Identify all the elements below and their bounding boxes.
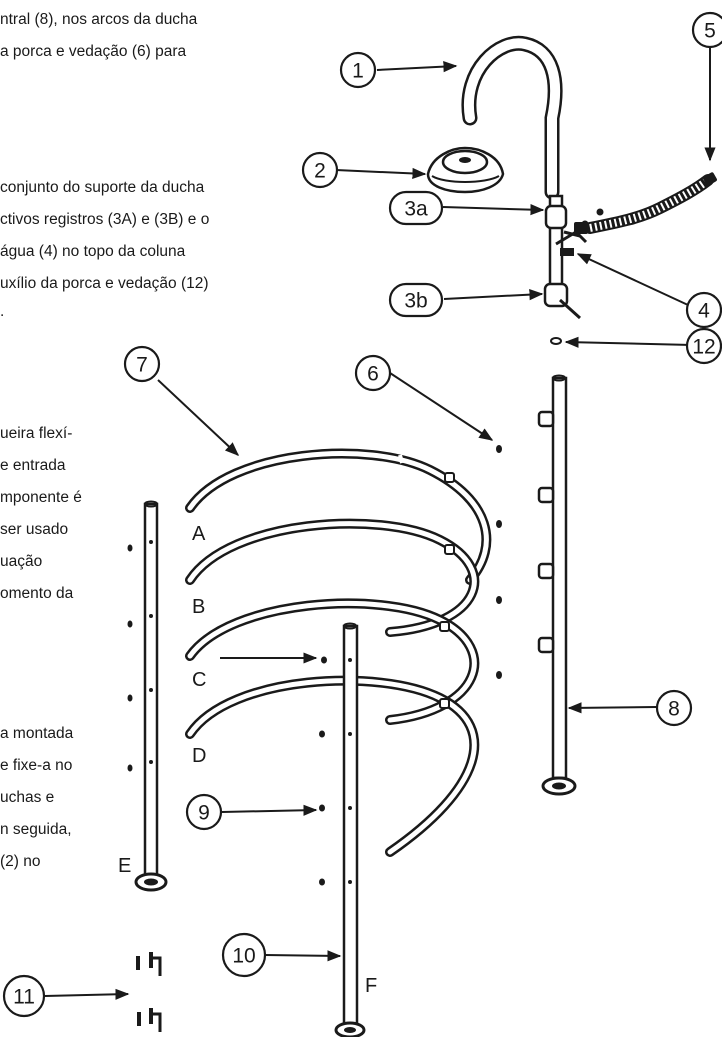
text-line: mponente é — [0, 489, 82, 506]
seal-part — [550, 337, 562, 345]
callout-label: 9 — [198, 802, 210, 825]
text-line: a porca e vedação (6) para — [0, 43, 187, 60]
text-line: ueira flexí- — [0, 425, 73, 442]
text-line: n seguida, — [0, 821, 72, 838]
text-line: ctivos registros (3A) e (3B) e o — [0, 211, 210, 228]
text-line: uchas e — [0, 789, 55, 806]
shower-arm-part — [461, 35, 563, 200]
callout-9: 9 — [185, 793, 223, 831]
callout-6: 6 — [354, 354, 392, 392]
callout-5: 5 — [691, 11, 722, 49]
central-column-part — [537, 374, 577, 796]
callout-label: 3a — [404, 198, 428, 221]
callout-3b: 3b — [388, 282, 444, 318]
callout-4: 4 — [685, 291, 722, 329]
letter-e: E — [118, 855, 131, 877]
callout-2: 2 — [301, 151, 339, 189]
flexible-hose-part — [574, 172, 717, 234]
text-line: . — [0, 303, 5, 320]
text-line: uxílio da porca e vedação (12) — [0, 275, 209, 292]
instruction-text-block-4: a montada e fixe-a no uchas e n seguida,… — [0, 724, 73, 872]
instruction-text-block-1: ntral (8), nos arcos da ducha a porca e … — [0, 10, 197, 62]
washer-part — [581, 220, 589, 228]
callout-label: 7 — [136, 354, 148, 377]
callout-label: 10 — [232, 945, 255, 968]
fasteners-part — [136, 952, 162, 1032]
letter-b: B — [192, 596, 205, 618]
text-line: a montada — [0, 725, 74, 742]
instruction-text-block-2: conjunto do suporte da ducha ctivos regi… — [0, 178, 209, 322]
text-line: (2) no — [0, 853, 41, 870]
letter-d: D — [192, 745, 206, 767]
column-e-part — [134, 500, 168, 892]
column-f-part — [334, 622, 366, 1037]
callout-3a: 3a — [388, 190, 444, 226]
text-line: ser usado — [0, 521, 69, 538]
valve-assembly-part — [543, 194, 588, 320]
text-line: conjunto do suporte da ducha — [0, 179, 205, 196]
text-line: ntral (8), nos arcos da ducha — [0, 11, 198, 28]
callout-label: 11 — [13, 986, 35, 1009]
text-line: uação — [0, 553, 43, 570]
instruction-text-block-3: ueira flexí- e entrada mponente é ser us… — [0, 424, 82, 604]
callout-label: 12 — [692, 336, 715, 359]
washer-part — [596, 208, 604, 216]
callout-label: 4 — [698, 300, 710, 323]
shower-arcs-part — [185, 448, 492, 857]
text-line: e entrada — [0, 457, 66, 474]
nuts-part — [496, 445, 502, 679]
shower-head-part — [426, 146, 505, 194]
letter-c: C — [192, 669, 206, 691]
screws-part — [127, 544, 133, 772]
callout-label: 8 — [668, 698, 680, 721]
callout-12: 12 — [685, 327, 722, 365]
text-line: e fixe-a no — [0, 757, 73, 774]
bolts-part — [319, 656, 327, 886]
leader-arrows — [44, 48, 716, 1000]
callout-7: 7 — [123, 345, 161, 383]
callout-11: 11 — [2, 974, 46, 1018]
text-line: água (4) no topo da coluna — [0, 243, 186, 260]
callout-8: 8 — [655, 689, 693, 727]
letter-a: A — [192, 523, 206, 545]
callout-1: 1 — [339, 51, 377, 89]
callout-10: 10 — [221, 932, 267, 978]
callout-label: 1 — [352, 60, 364, 83]
callout-label: 2 — [314, 160, 326, 183]
callout-label: 3b — [404, 290, 427, 313]
text-line: omento da — [0, 585, 74, 602]
letter-f: F — [365, 975, 377, 997]
callout-label: 6 — [367, 363, 379, 386]
callout-label: 5 — [704, 20, 716, 43]
